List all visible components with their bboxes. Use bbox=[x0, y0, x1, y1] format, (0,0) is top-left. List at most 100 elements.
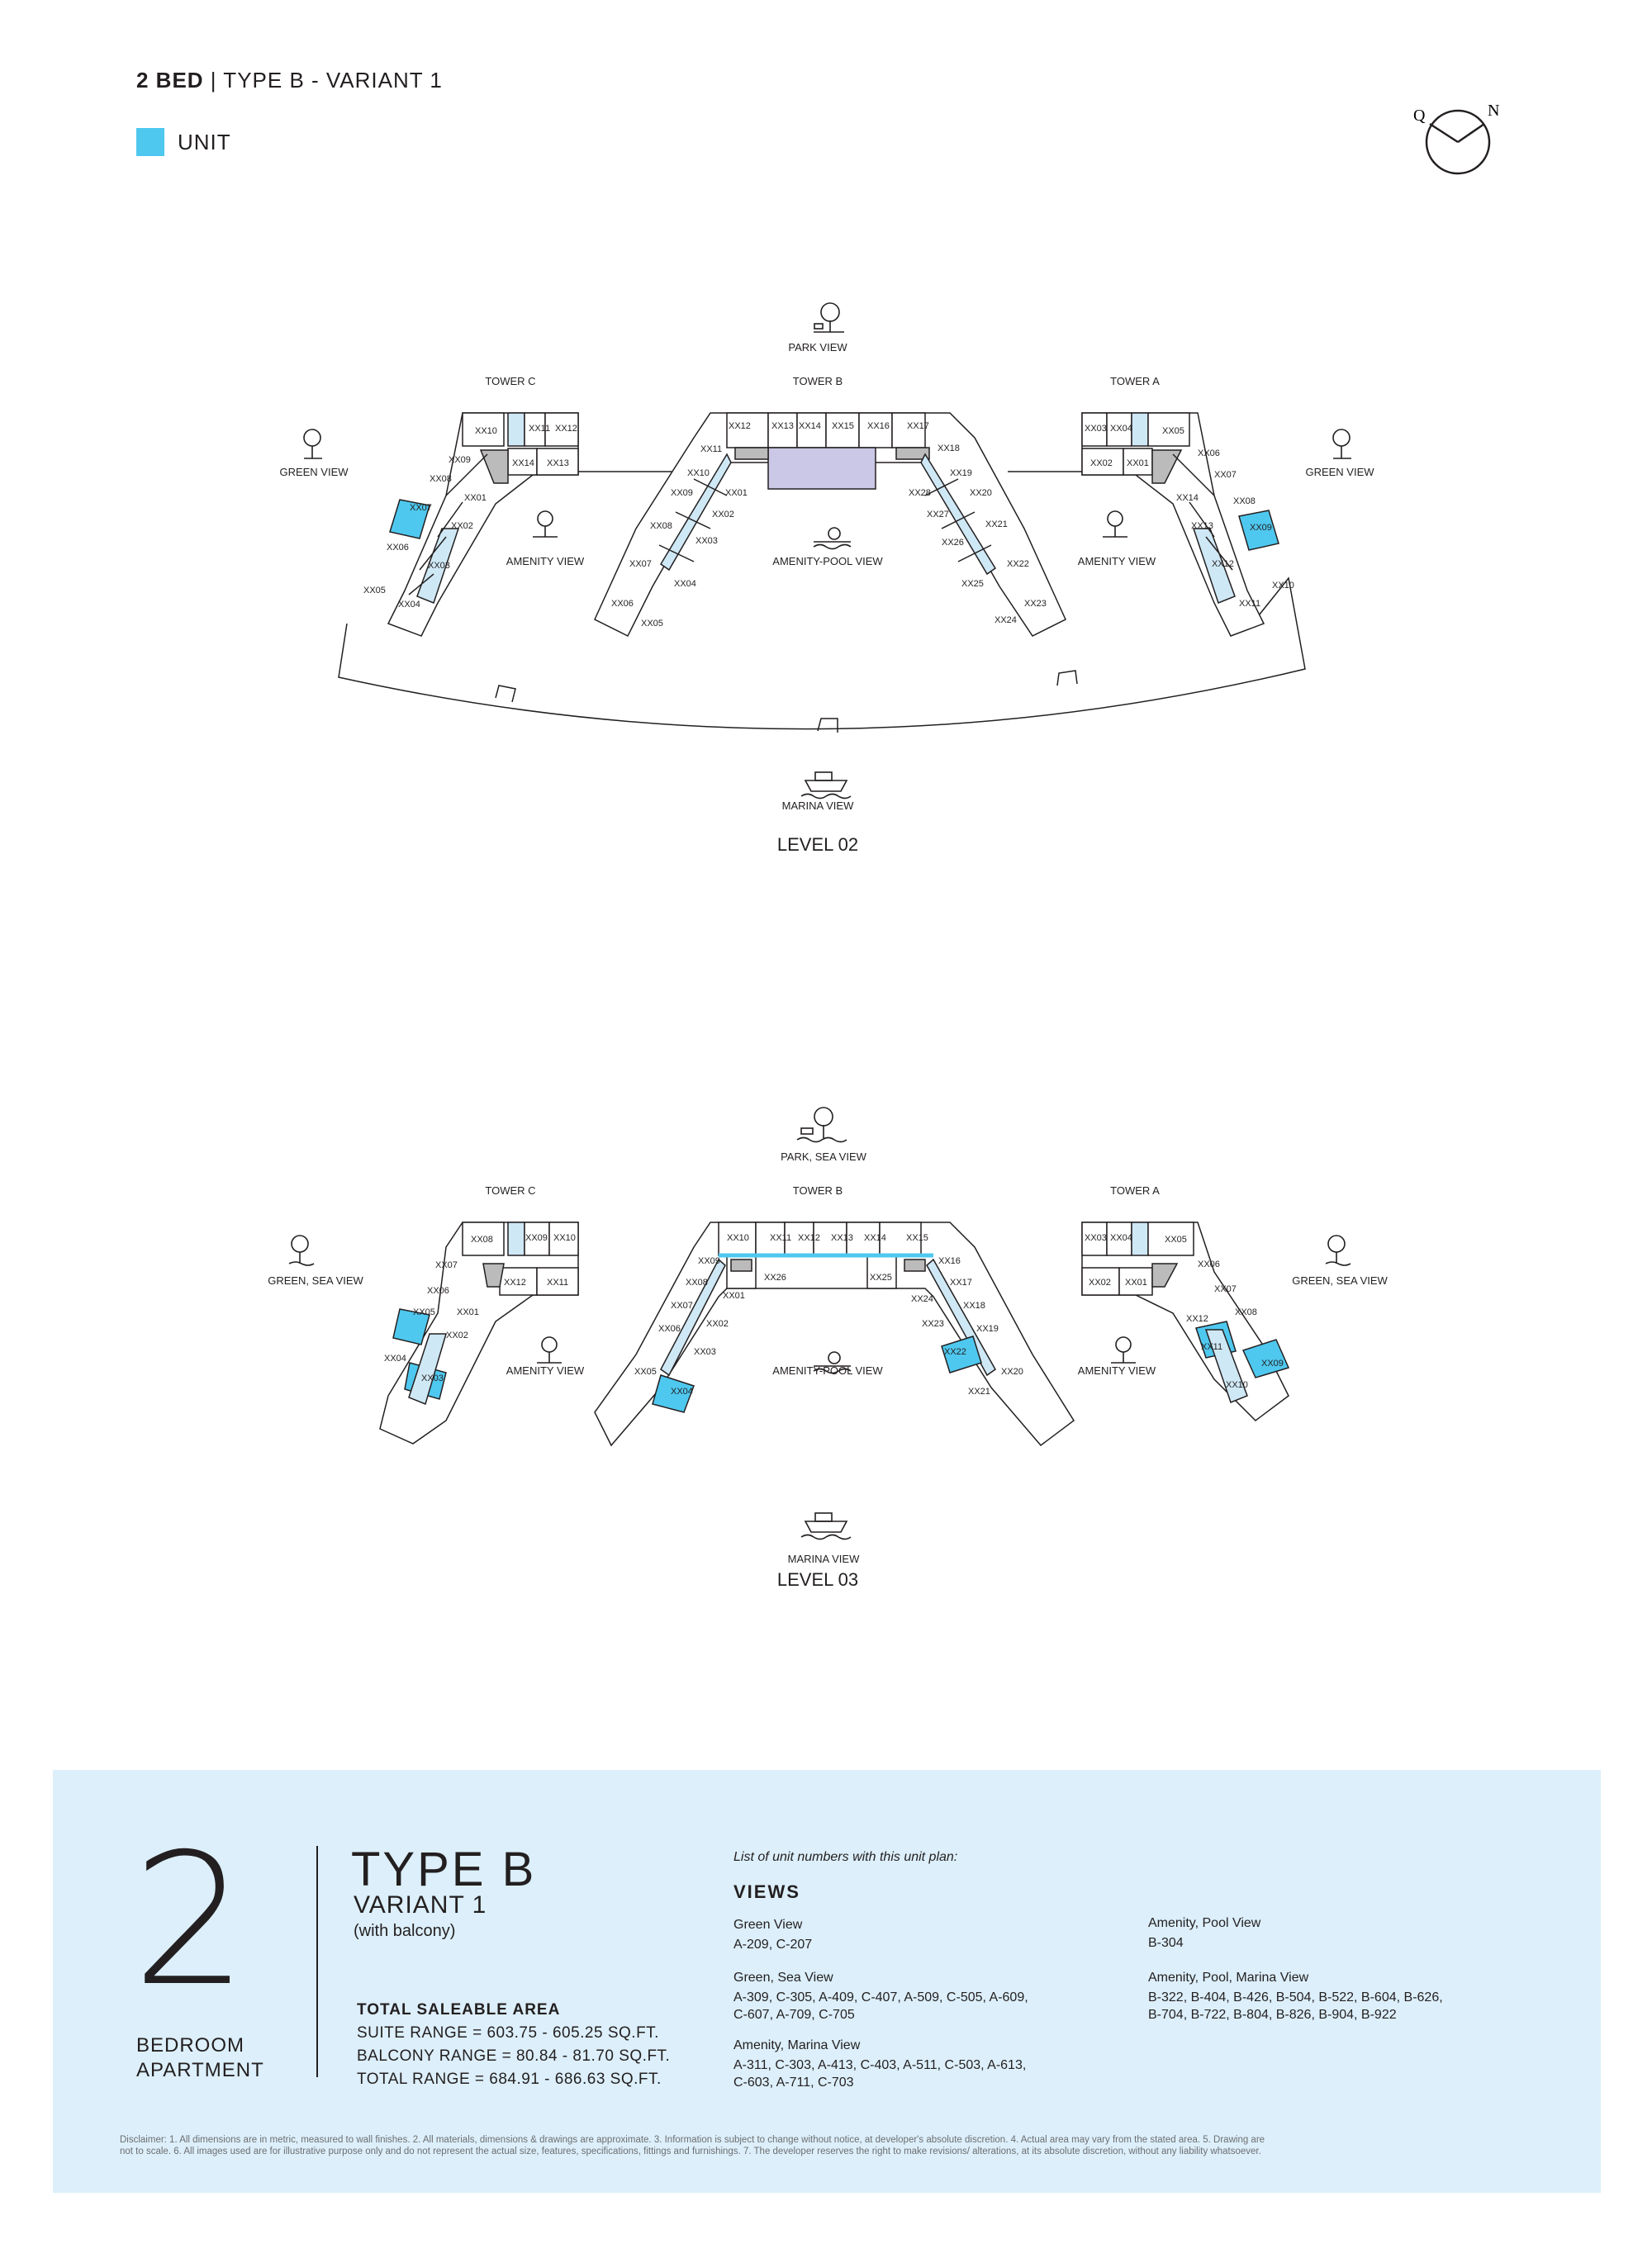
unit-label: XX01 bbox=[457, 1307, 479, 1317]
balcony-note: (with balcony) bbox=[354, 1922, 456, 1940]
compass-q-label: Q bbox=[1413, 107, 1426, 125]
unit-label: XX17 bbox=[950, 1278, 972, 1288]
unit-label: XX02 bbox=[1090, 458, 1113, 468]
tower-b-l3 bbox=[594, 1222, 1075, 1447]
tower-a-label: TOWER A bbox=[1110, 375, 1160, 387]
unit-label: XX03 bbox=[695, 536, 718, 546]
unit-label: XX09 bbox=[1250, 523, 1272, 533]
unit-label: XX03 bbox=[428, 561, 450, 571]
level-02-label: LEVEL 02 bbox=[777, 834, 858, 855]
unit-label: XX05 bbox=[1162, 426, 1184, 436]
unit-label: XX05 bbox=[1165, 1235, 1187, 1245]
unit-label: XX10 bbox=[475, 426, 497, 436]
tower-a-l3 bbox=[1081, 1222, 1290, 1421]
view-group: Green, Sea View A-309, C-305, A-409, C-4… bbox=[733, 1971, 1028, 2023]
unit-label: XX01 bbox=[1127, 458, 1149, 468]
unit-label: XX12 bbox=[798, 1233, 820, 1243]
amenity-icon bbox=[533, 510, 1127, 550]
compass-n-label: N bbox=[1488, 102, 1499, 120]
unit-label: XX14 bbox=[799, 421, 821, 431]
view-units: A-309, C-305, A-409, C-407, A-509, C-505… bbox=[733, 1990, 1028, 2004]
legend-unit-label: UNIT bbox=[178, 130, 231, 154]
unit-label: XX09 bbox=[449, 455, 471, 465]
unit-label: XX04 bbox=[674, 579, 696, 589]
unit-label: XX08 bbox=[430, 474, 452, 484]
disclaimer-line: Disclaimer: 1. All dimensions are in met… bbox=[120, 2135, 1265, 2145]
unit-label: XX28 bbox=[909, 488, 931, 498]
boat-icon bbox=[800, 1512, 852, 1540]
unit-label: XX10 bbox=[1226, 1380, 1248, 1390]
unit-label: XX10 bbox=[687, 468, 710, 478]
unit-label: XX18 bbox=[938, 444, 960, 453]
tower-c-label: TOWER C bbox=[485, 375, 535, 387]
unit-label: XX11 bbox=[1201, 1342, 1222, 1352]
unit-label: XX02 bbox=[451, 521, 473, 531]
tree-icon bbox=[303, 302, 1351, 459]
info-panel bbox=[53, 1770, 1601, 2193]
disclaimer: Disclaimer: 1. All dimensions are in met… bbox=[120, 2134, 1536, 2157]
unit-label: XX25 bbox=[961, 579, 984, 589]
unit-label: XX07 bbox=[1214, 470, 1237, 480]
amenity-view-left-label: AMENITY VIEW bbox=[506, 1364, 585, 1377]
unit-label: XX03 bbox=[421, 1373, 444, 1383]
unit-label: XX21 bbox=[968, 1387, 990, 1397]
view-group: Amenity, Pool, Marina View B-322, B-404,… bbox=[1148, 1971, 1443, 2023]
unit-label: XX11 bbox=[700, 444, 722, 454]
boat-icon bbox=[800, 771, 852, 799]
plan-title-bold: 2 BED bbox=[136, 68, 204, 93]
unit-label: XX12 bbox=[555, 424, 577, 434]
unit-label: XX13 bbox=[831, 1233, 853, 1243]
level-02-plan: XX10 XX11 XX12 XX14 XX13 XX09 XX08 XX07 … bbox=[0, 289, 1652, 867]
unit-label: XX11 bbox=[1239, 599, 1260, 609]
unit-label: XX02 bbox=[706, 1319, 729, 1329]
unit-label: XX07 bbox=[1214, 1284, 1237, 1294]
unit-label: XX04 bbox=[1110, 1233, 1132, 1243]
total-range: TOTAL RANGE = 684.91 - 686.63 SQ.FT. bbox=[357, 2071, 662, 2088]
tower-b-label: TOWER B bbox=[793, 375, 843, 387]
unit-label: XX19 bbox=[976, 1324, 999, 1334]
park-view-label: PARK VIEW bbox=[788, 341, 847, 353]
unit-label: XX14 bbox=[864, 1233, 886, 1243]
unit-label: XX24 bbox=[995, 615, 1017, 625]
view-units: B-322, B-404, B-426, B-504, B-522, B-604… bbox=[1148, 1990, 1443, 2004]
disclaimer-line: not to scale. 6. All images used are for… bbox=[120, 2147, 1261, 2156]
unit-label: XX02 bbox=[712, 510, 734, 519]
unit-label: XX23 bbox=[922, 1319, 944, 1329]
view-group: Amenity, Pool View B-304 bbox=[1148, 1916, 1260, 1952]
unit-label: XX04 bbox=[671, 1387, 693, 1397]
unit-label: XX15 bbox=[832, 421, 854, 431]
unit-label: XX12 bbox=[729, 421, 751, 431]
unit-label: XX04 bbox=[384, 1354, 406, 1364]
view-units: A-209, C-207 bbox=[733, 1938, 813, 1952]
compass-icon: Q N bbox=[1408, 99, 1507, 182]
unit-label: XX06 bbox=[1198, 448, 1220, 458]
unit-label: XX14 bbox=[512, 458, 534, 468]
unit-label: XX03 bbox=[1085, 424, 1107, 434]
unit-label: XX19 bbox=[950, 468, 972, 478]
unit-label: XX10 bbox=[727, 1233, 749, 1243]
unit-label: XX11 bbox=[770, 1233, 791, 1243]
unit-label: XX06 bbox=[387, 543, 409, 553]
unit-label: XX08 bbox=[1233, 496, 1256, 506]
plan-title-rest: | TYPE B - VARIANT 1 bbox=[203, 68, 443, 93]
unit-label: XX07 bbox=[410, 503, 432, 513]
amenity-pool-view-label: AMENITY-POOL VIEW bbox=[772, 1364, 883, 1377]
unit-label: XX10 bbox=[1272, 581, 1294, 591]
bedroom-label: BEDROOM bbox=[136, 2034, 245, 2057]
view-units: C-607, A-709, C-705 bbox=[733, 2008, 855, 2022]
unit-label: XX09 bbox=[698, 1256, 720, 1266]
park-sea-view-label: PARK, SEA VIEW bbox=[781, 1150, 867, 1163]
variant-title: VARIANT 1 bbox=[354, 1891, 487, 1919]
bedroom-apartment-label: BEDROOM APARTMENT bbox=[136, 2033, 264, 2083]
unit-label: XX21 bbox=[985, 519, 1008, 529]
tower-c-label: TOWER C bbox=[485, 1184, 535, 1197]
marina-view-label: MARINA VIEW bbox=[788, 1553, 860, 1565]
suite-range: SUITE RANGE = 603.75 - 605.25 SQ.FT. bbox=[357, 2024, 659, 2042]
amenity-view-right-label: AMENITY VIEW bbox=[1078, 555, 1156, 567]
unit-label: XX20 bbox=[970, 488, 992, 498]
view-group: Amenity, Marina View A-311, C-303, A-413… bbox=[733, 2038, 1026, 2091]
unit-label: XX12 bbox=[1212, 559, 1234, 569]
tower-b-l2 bbox=[594, 412, 1066, 638]
apartment-label: APARTMENT bbox=[136, 2059, 264, 2081]
unit-label: XX04 bbox=[1110, 424, 1132, 434]
